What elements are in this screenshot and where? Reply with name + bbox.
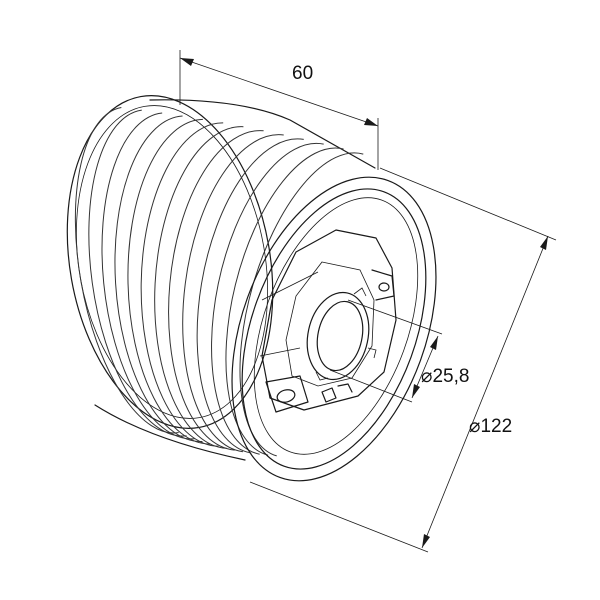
width-label: 60 [292, 63, 313, 84]
back-flange [66, 95, 274, 429]
hub-insert [259, 229, 397, 413]
groove-line [225, 147, 344, 456]
bore-key-2 [367, 347, 377, 359]
dimension-outer: ⌀122 [249, 167, 557, 553]
hub-slot-2 [337, 383, 353, 393]
arrowhead-bore-bottom [412, 384, 420, 398]
outer-extension-bottom [249, 481, 429, 553]
groove-line [114, 115, 203, 442]
arrowhead-width-right [364, 118, 378, 126]
groove-line [196, 138, 304, 454]
arrowhead-width-left [180, 58, 194, 66]
groove-line [168, 130, 264, 451]
arrowhead-outer-bottom [422, 534, 430, 548]
outer-label: ⌀122 [469, 416, 512, 437]
hub-slot-1 [321, 387, 337, 403]
front-flange-rim [241, 188, 427, 470]
barrel-top-edge [149, 99, 376, 169]
groove-line [88, 109, 187, 437]
hub-face [285, 261, 375, 387]
barrel-bottom-edge [94, 404, 246, 461]
bore-key-1 [353, 287, 367, 297]
groove-line [154, 126, 244, 449]
bore-outer [306, 291, 370, 381]
hub-body [261, 229, 397, 411]
front-flange-recess [253, 197, 419, 455]
hub-tab-left [265, 375, 309, 413]
groove-line [127, 118, 211, 445]
bore-extension-bottom [329, 369, 413, 403]
arrowhead-outer-top [540, 236, 548, 250]
shaft-line-top [261, 271, 319, 301]
hub-tab-hole-top [378, 282, 390, 292]
dimension-width: 60 [179, 50, 379, 170]
hub-tab-hole [276, 389, 296, 403]
arrowhead-bore-top [430, 336, 438, 350]
groove-line [74, 107, 179, 434]
outer-extension-top [379, 167, 557, 241]
groove-line [211, 142, 324, 455]
hub-tab-top [371, 269, 395, 301]
bore-extension-top [347, 299, 443, 335]
dimension-line-outer [421, 235, 549, 549]
front-flange-outer [231, 176, 437, 482]
groove-line [140, 122, 224, 447]
drum-barrel [66, 95, 376, 461]
front-flange [231, 176, 437, 482]
dimension-line-width [179, 57, 379, 127]
bore-label: ⌀25,8 [421, 366, 469, 387]
cable-grooves [74, 107, 364, 457]
bore-key-3 [315, 371, 329, 381]
dimension-bore: ⌀25,8 [329, 299, 469, 403]
groove-line [182, 134, 284, 453]
groove-line [101, 112, 195, 440]
bore-inner [316, 300, 364, 372]
shaft-line-bottom [259, 347, 301, 357]
